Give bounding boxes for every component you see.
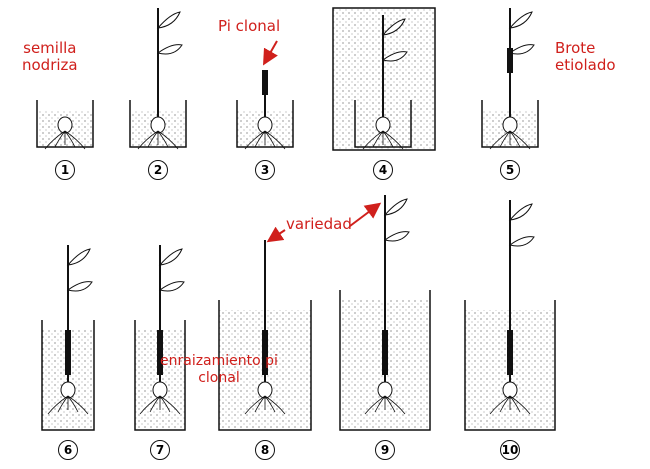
arrow-clonal [263,40,278,66]
step-9-pot [339,195,431,431]
step-7-pot [134,245,186,431]
step-number-9: 9 [375,440,395,460]
step-number-10: 10 [500,440,520,460]
step-1-pot [36,100,94,150]
step-2-pot [129,8,187,150]
step-number-5: 5 [500,160,520,180]
step-3-pot [236,70,294,150]
label-clonal: Pi clonal [218,17,281,35]
step-number-7: 7 [150,440,170,460]
step-number-8: 8 [255,440,275,460]
step-number-6: 6 [58,440,78,460]
step-number-3: 3 [255,160,275,180]
step-6-pot [41,245,95,431]
step-10-pot [464,200,556,431]
step-8-pot [218,240,312,431]
step-number-2: 2 [148,160,168,180]
step-5-pot [481,8,539,150]
label-variety: variedad [286,215,352,233]
step-number-4: 4 [373,160,393,180]
step-4-pot [354,15,412,150]
step-number-1: 1 [55,160,75,180]
arrow-variety-9 [349,202,382,227]
arrow-variety-8 [266,226,286,243]
